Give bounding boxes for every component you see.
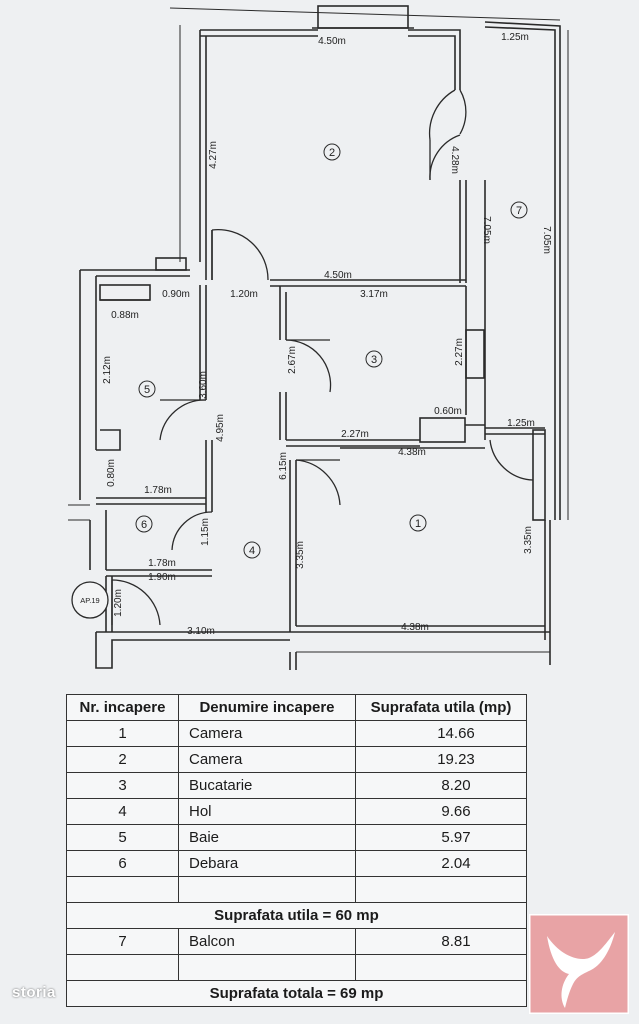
room-name: Camera (178, 746, 356, 773)
room-nr: 3 (66, 772, 179, 799)
room-name: Bucatarie (178, 772, 356, 799)
dim-label: 1.78m (144, 485, 172, 496)
table-row-empty (66, 954, 527, 981)
table-row: 3 Bucatarie 8.20 (66, 772, 527, 799)
total-row: Suprafata totala = 69 mp (66, 980, 527, 1007)
dim-label: 4.50m (324, 270, 352, 281)
room-nr: 5 (66, 824, 179, 851)
dim-label: 2.27m (454, 338, 465, 366)
header-cell: Denumire incapere (178, 694, 356, 721)
total-label: Suprafata totala = 69 mp (66, 980, 527, 1007)
floor-plan-drawing: AP.19 2 7 3 5 6 4 1 4.50m 1.25m 4.27m 4.… (68, 5, 569, 670)
dim-label: 3.35m (295, 541, 306, 569)
dim-label: 1.20m (113, 589, 124, 617)
room-area: 9.66 (355, 798, 527, 825)
dim-label: 4.28m (449, 146, 460, 174)
dim-label: 1.15m (200, 518, 211, 546)
room-nr: 1 (66, 720, 179, 747)
room-number-6: 6 (141, 519, 147, 531)
room-number-3: 3 (371, 354, 377, 366)
table-row: 1 Camera 14.66 (66, 720, 527, 747)
dim-label: 6.15m (278, 452, 289, 480)
dim-label: 0.60m (434, 406, 462, 417)
table-row: 6 Debara 2.04 (66, 850, 527, 877)
table-row: 5 Baie 5.97 (66, 824, 527, 851)
table-row: 4 Hol 9.66 (66, 798, 527, 825)
room-name: Baie (178, 824, 356, 851)
room-nr: 7 (66, 928, 179, 955)
dim-label: 7.05m (541, 226, 552, 254)
room-area-table: Nr. incapere Denumire incapere Suprafata… (66, 694, 527, 1007)
room-name: Balcon (178, 928, 356, 955)
dim-label: 1.20m (230, 289, 258, 300)
table-row: 2 Camera 19.23 (66, 746, 527, 773)
dim-label: 4.38m (398, 447, 426, 458)
dim-label: 2.27m (341, 429, 369, 440)
room-area: 19.23 (355, 746, 527, 773)
room-number-2: 2 (329, 147, 335, 159)
room-area: 5.97 (355, 824, 527, 851)
room-name: Camera (178, 720, 356, 747)
dim-label: 3.60m (198, 371, 209, 399)
table-header-row: Nr. incapere Denumire incapere Suprafata… (66, 694, 527, 721)
dim-label: 4.38m (401, 622, 429, 633)
room-area: 14.66 (355, 720, 527, 747)
table-row: 7 Balcon 8.81 (66, 928, 527, 955)
dim-label: 4.50m (318, 36, 346, 47)
dim-label: 1.90m (148, 572, 176, 583)
room-number-4: 4 (249, 545, 255, 557)
header-cell: Nr. incapere (66, 694, 179, 721)
room-nr: 4 (66, 798, 179, 825)
apartment-label: AP.19 (80, 596, 99, 605)
dim-label: 4.95m (215, 414, 226, 442)
dim-label: 3.35m (523, 526, 534, 554)
subtotal-label: Suprafata utila = 60 mp (66, 902, 527, 929)
dim-label: 1.78m (148, 558, 176, 569)
room-name: Debara (178, 850, 356, 877)
room-area: 2.04 (355, 850, 527, 877)
room-area: 8.20 (355, 772, 527, 799)
room-name: Hol (178, 798, 356, 825)
dim-label: 4.27m (208, 141, 219, 169)
dim-label: 3.17m (360, 289, 388, 300)
apartment-badge (71, 581, 109, 619)
dim-label: 0.80m (106, 459, 117, 487)
brand-bird-icon (529, 914, 629, 1014)
room-nr: 6 (66, 850, 179, 877)
subtotal-row: Suprafata utila = 60 mp (66, 902, 527, 929)
dim-label: 7.05m (481, 216, 492, 244)
dim-label: 1.25m (507, 418, 535, 429)
header-cell: Suprafata utila (mp) (355, 694, 527, 721)
room-area: 8.81 (355, 928, 527, 955)
dim-label: 2.12m (102, 356, 113, 384)
floor-plan: AP.19 2 7 3 5 6 4 1 4.50m 1.25m 4.27m 4.… (68, 5, 569, 670)
table-row-empty (66, 876, 527, 903)
room-number-5: 5 (144, 384, 150, 396)
dim-label: 3.10m (187, 626, 215, 637)
room-nr: 2 (66, 746, 179, 773)
dim-label: 0.88m (111, 310, 139, 321)
dim-label: 1.25m (501, 32, 529, 43)
storia-watermark: storia (12, 984, 56, 1001)
dim-label: 2.67m (287, 346, 298, 374)
room-number-7: 7 (516, 205, 522, 217)
room-number-1: 1 (415, 518, 421, 530)
dim-label: 0.90m (162, 289, 190, 300)
